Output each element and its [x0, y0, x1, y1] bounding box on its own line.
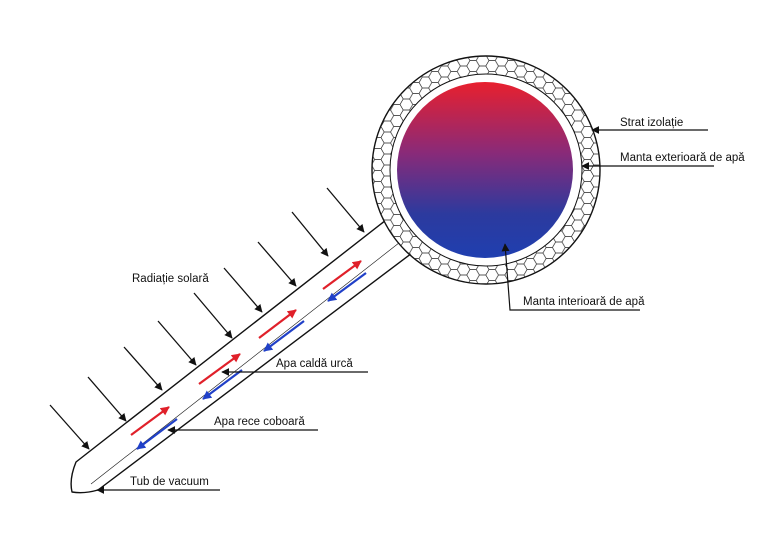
radiation-arrow — [87, 376, 127, 422]
leader-lines — [96, 126, 714, 494]
cold-flow-arrow — [263, 320, 305, 352]
storage-tank — [371, 55, 601, 285]
hot-water-arrows — [130, 260, 362, 436]
solar-radiation-arrows — [49, 187, 365, 450]
cold-flow-arrow — [202, 369, 243, 400]
outer-water-jacket-label: Manta exterioară de apă — [620, 152, 745, 164]
radiation-arrow — [223, 267, 263, 313]
hot-flow-arrow — [130, 406, 170, 436]
inner-water-jacket — [397, 82, 573, 258]
radiation-arrow — [193, 292, 233, 339]
cold-water-descends-label: Apa rece coboară — [214, 416, 305, 428]
cold-flow-arrow — [327, 272, 367, 302]
cold-water-arrows — [136, 272, 367, 450]
solar-radiation-label: Radiație solară — [132, 273, 209, 285]
radiation-arrow — [326, 187, 365, 233]
hot-flow-arrow — [322, 260, 362, 290]
hot-water-rises-label: Apa caldă urcă — [276, 358, 353, 370]
inner-water-jacket-label: Manta interioară de apă — [523, 296, 645, 308]
radiation-arrow — [257, 241, 297, 287]
cold-flow-arrow — [136, 418, 178, 450]
radiation-arrow — [49, 404, 90, 450]
hot-flow-arrow — [258, 309, 297, 339]
vacuum-tube — [70, 212, 421, 494]
vacuum-tube-label: Tub de vacuum — [130, 476, 209, 488]
hot-flow-arrow — [198, 353, 241, 385]
radiation-arrow — [291, 211, 329, 257]
radiation-arrow — [123, 346, 163, 391]
inner-jacket-leader — [501, 243, 640, 311]
radiation-arrow — [157, 320, 197, 366]
insulation-layer-label: Strat izolație — [620, 117, 683, 129]
